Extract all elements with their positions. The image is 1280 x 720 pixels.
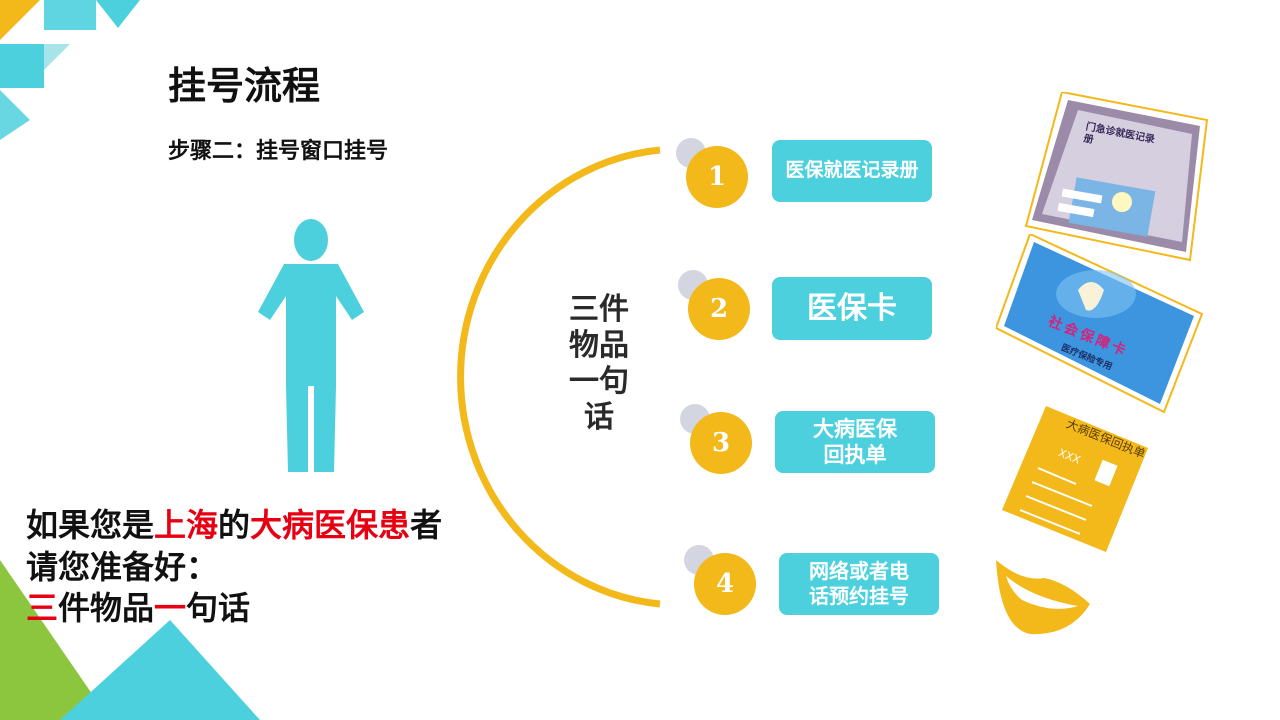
person-figure-icon xyxy=(258,219,364,472)
page-title: 挂号流程 xyxy=(168,64,321,108)
center-label-line: 一句 xyxy=(569,364,629,399)
center-label: 三件 物品 一句 话 xyxy=(562,292,636,436)
step-label-1: 医保就医记录册 xyxy=(772,140,932,202)
highlight-text: 上海 xyxy=(154,506,219,544)
bottom-line-3: 三件物品一句话 xyxy=(26,588,442,630)
insurance-card-image: 社会保障卡 医疗保险专用 xyxy=(994,232,1206,414)
step-label-3: 大病医保 回执单 xyxy=(775,411,935,473)
center-label-line: 物品 xyxy=(569,328,629,363)
receipt-image: 大病医保回执单 XXX xyxy=(1002,406,1150,554)
insurance-card-icon xyxy=(994,232,1204,414)
bottom-line-2: 请您准备好： xyxy=(26,547,219,586)
step-number-3: 3 xyxy=(690,412,752,474)
center-label-line: 话 xyxy=(584,400,614,435)
step-number-1: 1 xyxy=(686,146,748,208)
record-book-icon xyxy=(1024,90,1209,262)
text-segment: 如果您是 xyxy=(26,506,155,544)
text-segment: 件物品 xyxy=(58,589,155,628)
lips-icon xyxy=(996,560,1090,635)
step-label-4: 网络或者电 话预约挂号 xyxy=(779,553,939,615)
record-book-image: 门急诊就医记录册 xyxy=(1012,90,1212,262)
highlight-text: 大病医保患 xyxy=(250,506,411,544)
highlight-text: 一 xyxy=(154,589,187,628)
bottom-message: 如果您是上海的大病医保患者 请您准备好： 三件物品一句话 xyxy=(26,505,442,630)
text-segment: 的 xyxy=(218,506,251,544)
receipt-icon xyxy=(1002,406,1148,552)
step-number-4: 4 xyxy=(694,553,756,615)
step-label-2: 医保卡 xyxy=(772,277,932,340)
text-segment: 者 xyxy=(410,506,443,544)
page-subtitle: 步骤二：挂号窗口挂号 xyxy=(168,139,389,164)
center-label-line: 三件 xyxy=(569,292,629,327)
step-number-2: 2 xyxy=(688,278,750,340)
text-segment: 句话 xyxy=(186,589,251,628)
highlight-text: 三 xyxy=(26,589,59,628)
process-arc xyxy=(457,146,661,608)
bottom-line-1: 如果您是上海的大病医保患者 xyxy=(26,505,442,547)
